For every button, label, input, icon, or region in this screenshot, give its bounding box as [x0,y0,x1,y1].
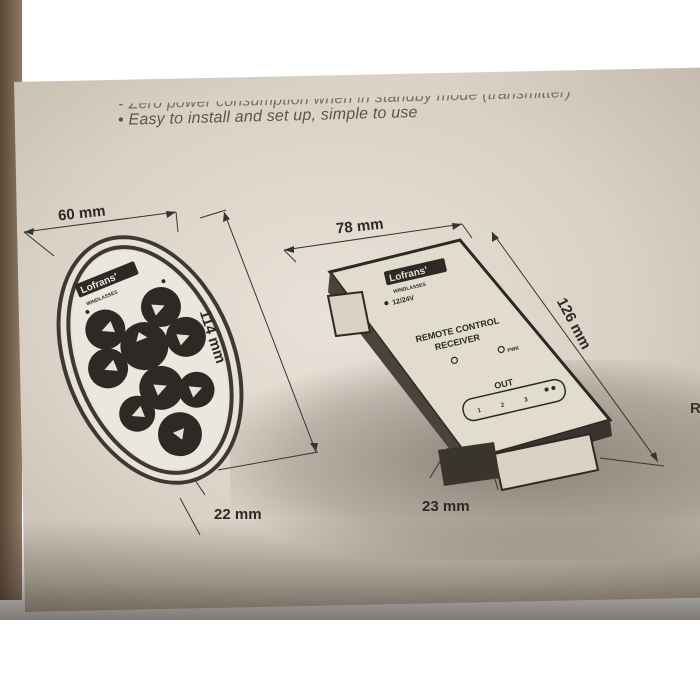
receiver-led-label: PWR [507,345,520,354]
sheet-bottom-shadow [0,520,700,620]
receiver-dimension-lines [283,223,665,491]
receiver-voltage: 12/24V [392,295,416,307]
terminal-3: 3 [524,397,529,404]
terminal-2: 2 [500,402,505,409]
receiver-out-label: OUT [493,377,514,391]
transmitter-depth-label: 22 mm [214,506,262,523]
terminal-1: 1 [477,408,482,415]
light-glare [200,0,600,120]
transmitter-arrowheads [24,211,318,452]
receiver-depth-label: 23 mm [422,498,470,515]
receiver-arrowheads [284,223,658,462]
receiver-unit: Lofrans' WINDLASSES 12/24V REMOTE CONTRO… [326,238,613,492]
transmitter-dimension-lines [23,209,319,536]
transmitter-remote: Lofrans' WINDLASSES [56,235,244,485]
cropped-side-text: R [690,400,700,417]
